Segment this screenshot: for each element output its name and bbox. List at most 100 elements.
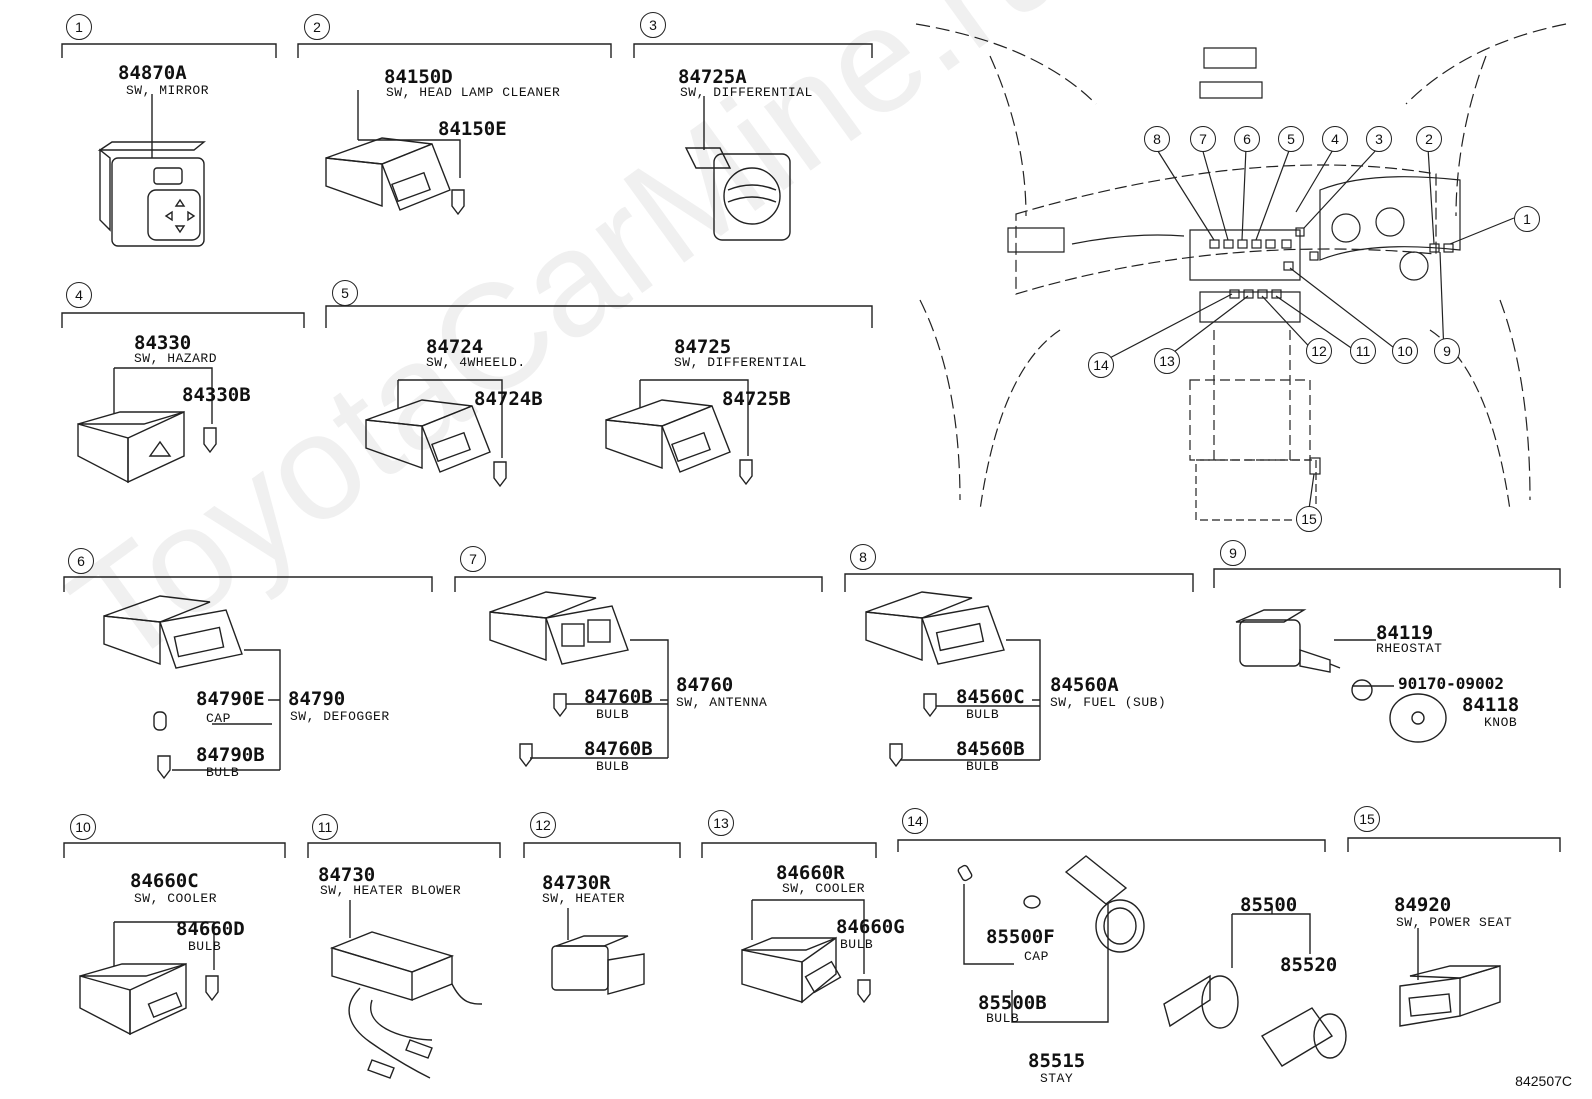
section-3-bracket bbox=[633, 43, 873, 58]
part-number-84760B-upper: 84760B bbox=[584, 686, 653, 708]
overview-callout-11: 11 bbox=[1350, 338, 1376, 364]
part-desc-power-seat: SW, POWER SEAT bbox=[1396, 915, 1513, 930]
part-number-84660R: 84660R bbox=[776, 862, 845, 884]
part-number-85520: 85520 bbox=[1280, 954, 1338, 976]
differential-rocker-switch-icon bbox=[605, 379, 753, 486]
part-number-84150E: 84150E bbox=[438, 118, 507, 140]
section-8-bracket bbox=[844, 573, 1194, 592]
section-5-bracket bbox=[325, 305, 873, 328]
part-number-84725B: 84725B bbox=[722, 388, 791, 410]
overview-callout-15: 15 bbox=[1296, 506, 1322, 532]
part-desc-bulb-c: BULB bbox=[966, 707, 1000, 722]
part-number-84790B: 84790B bbox=[196, 744, 265, 766]
section-10-bracket bbox=[63, 842, 286, 858]
part-desc-heater-blower: SW, HEATER BLOWER bbox=[320, 883, 462, 898]
section-number-14: 14 bbox=[902, 808, 928, 834]
section-1-bracket bbox=[61, 43, 277, 58]
cooler-switch-icon bbox=[79, 921, 219, 1036]
overview-callout-13: 13 bbox=[1154, 348, 1180, 374]
part-number-84119: 84119 bbox=[1376, 622, 1434, 644]
part-desc-mirror-switch: SW, MIRROR bbox=[126, 83, 210, 98]
part-number-84150D: 84150D bbox=[384, 66, 453, 88]
section-number-11: 11 bbox=[312, 814, 338, 840]
hazard-switch-icon bbox=[77, 367, 217, 484]
part-desc-cooler-bulb: BULB bbox=[188, 939, 222, 954]
section-2-bracket bbox=[297, 43, 612, 58]
fuel-sub-switch-icon bbox=[865, 591, 1041, 768]
overview-callout-10: 10 bbox=[1392, 338, 1418, 364]
part-desc-cooler-r: SW, COOLER bbox=[782, 881, 866, 896]
section-7-bracket bbox=[454, 576, 823, 592]
section-number-9: 9 bbox=[1220, 540, 1246, 566]
part-number-84660D: 84660D bbox=[176, 918, 245, 940]
power-seat-switch-icon bbox=[1399, 928, 1501, 1027]
mirror-switch-icon bbox=[97, 94, 206, 247]
part-desc-antenna: SW, ANTENNA bbox=[676, 695, 768, 710]
part-number-84560C: 84560C bbox=[956, 686, 1025, 708]
section-number-13: 13 bbox=[708, 810, 734, 836]
part-desc-differential-switch: SW, DIFFERENTIAL bbox=[680, 85, 813, 100]
part-desc-lighter-bulb: BULB bbox=[986, 1011, 1020, 1026]
part-number-84870A: 84870A bbox=[118, 62, 187, 84]
4wheel-drive-switch-icon bbox=[365, 379, 507, 488]
part-number-84760: 84760 bbox=[676, 674, 734, 696]
section-6-bracket bbox=[63, 576, 433, 592]
part-desc-bulb: BULB bbox=[206, 765, 240, 780]
part-number-84660C: 84660C bbox=[130, 870, 199, 892]
section-number-12: 12 bbox=[530, 812, 556, 838]
section-12-bracket bbox=[523, 842, 681, 858]
section-4-bracket bbox=[61, 312, 305, 328]
section-14-bracket bbox=[897, 839, 1326, 852]
part-number-84330B: 84330B bbox=[182, 384, 251, 406]
section-number-2: 2 bbox=[304, 14, 330, 40]
part-number-84730: 84730 bbox=[318, 864, 376, 886]
section-11-bracket bbox=[307, 842, 501, 858]
part-desc-lighter-cap: CAP bbox=[1024, 949, 1049, 964]
overview-callout-12: 12 bbox=[1306, 338, 1332, 364]
part-desc-head-lamp-cleaner: SW, HEAD LAMP CLEANER bbox=[386, 85, 561, 100]
section-number-5: 5 bbox=[332, 280, 358, 306]
part-number-84560B: 84560B bbox=[956, 738, 1025, 760]
vehicle-cabin-overview bbox=[915, 23, 1567, 521]
section-number-7: 7 bbox=[460, 546, 486, 572]
section-number-8: 8 bbox=[850, 544, 876, 570]
part-number-84730R: 84730R bbox=[542, 872, 611, 894]
part-desc-4wheel-switch: SW, 4WHEELD. bbox=[426, 355, 526, 370]
part-desc-bulb-lower: BULB bbox=[596, 759, 630, 774]
diagram-code: 842507C bbox=[1515, 1073, 1572, 1089]
section-number-3: 3 bbox=[640, 12, 666, 38]
part-number-84660G: 84660G bbox=[836, 916, 905, 938]
overview-callout-14: 14 bbox=[1088, 352, 1114, 378]
part-number-90170-09002: 90170-09002 bbox=[1398, 674, 1504, 693]
heater-blower-switch-icon bbox=[329, 900, 483, 1079]
section-13-bracket bbox=[701, 842, 877, 858]
part-number-84118: 84118 bbox=[1462, 694, 1520, 716]
head-lamp-cleaner-switch-icon bbox=[325, 90, 465, 216]
part-desc-rheostat: RHEOSTAT bbox=[1376, 641, 1443, 656]
part-number-85500: 85500 bbox=[1240, 894, 1298, 916]
overview-callout-8: 8 bbox=[1144, 126, 1170, 152]
part-desc-knob: KNOB bbox=[1484, 715, 1518, 730]
part-desc-bulb-upper: BULB bbox=[596, 707, 630, 722]
section-number-15: 15 bbox=[1354, 806, 1380, 832]
part-desc-fuel-sub: SW, FUEL (SUB) bbox=[1050, 695, 1167, 710]
part-desc-cap: CAP bbox=[206, 711, 231, 726]
part-desc-differential-rocker: SW, DIFFERENTIAL bbox=[674, 355, 807, 370]
cigarette-lighter-assembly-icon bbox=[957, 855, 1347, 1067]
part-number-84790: 84790 bbox=[288, 688, 346, 710]
heater-switch-icon bbox=[551, 908, 645, 995]
differential-switch-icon bbox=[684, 96, 791, 241]
part-number-84724B-label: 84724B bbox=[474, 388, 543, 410]
cooler-r-switch-icon bbox=[741, 899, 871, 1004]
section-number-6: 6 bbox=[68, 548, 94, 574]
part-desc-defogger: SW, DEFOGGER bbox=[290, 709, 390, 724]
part-number-84330: 84330 bbox=[134, 332, 192, 354]
part-number-85515: 85515 bbox=[1028, 1050, 1086, 1072]
part-number-84724: 84724 bbox=[426, 336, 484, 358]
part-desc-stay: STAY bbox=[1040, 1071, 1074, 1086]
part-desc-hazard-switch: SW, HAZARD bbox=[134, 351, 218, 366]
part-number-85500B: 85500B bbox=[978, 992, 1047, 1014]
overview-callout-5: 5 bbox=[1278, 126, 1304, 152]
